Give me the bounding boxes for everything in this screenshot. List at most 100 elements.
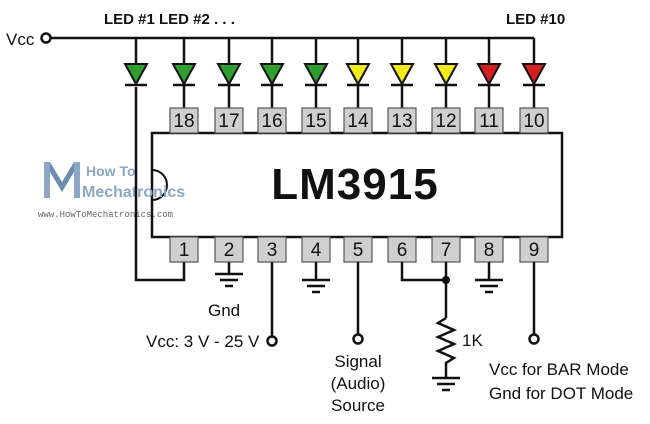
led-array	[123, 38, 547, 108]
gnd-label: Gnd	[208, 301, 240, 320]
top-pin-14: 14	[343, 107, 373, 134]
bottom-pin-3: 3	[257, 236, 287, 263]
led-3	[216, 38, 242, 108]
ground-symbol-pin2	[215, 262, 243, 288]
led-6	[345, 38, 371, 108]
top-pin-12: 12	[431, 107, 461, 134]
led-diode-triangle	[123, 63, 149, 87]
vcc-label: Vcc	[6, 30, 35, 49]
bottom-pin-2: 2	[214, 236, 244, 263]
pin-box	[301, 107, 331, 134]
signal-terminal	[352, 333, 364, 345]
led-diode-triangle	[389, 63, 415, 87]
pin-box	[387, 236, 417, 263]
watermark-m-right	[74, 162, 80, 198]
vcc-terminal	[40, 32, 52, 44]
pin-number: 4	[311, 240, 322, 261]
pin-number: 9	[529, 240, 540, 261]
top-pin-11: 11	[474, 107, 504, 134]
bottom-pin-1: 1	[169, 236, 199, 263]
pin-number: 11	[479, 111, 499, 132]
pin-number: 5	[353, 240, 364, 261]
pin-number: 15	[305, 111, 326, 132]
ground-symbol-resistor	[432, 376, 460, 392]
pin-box	[169, 107, 199, 134]
pin-number: 14	[347, 111, 369, 132]
vcc-range-label: Vcc: 3 V - 25 V	[146, 332, 260, 351]
top-pin-17: 17	[214, 107, 244, 134]
led-8	[433, 38, 459, 108]
pin-number: 18	[173, 111, 194, 132]
led-diode-triangle	[521, 63, 547, 87]
pin-number: 3	[267, 240, 278, 261]
pin-box	[474, 107, 504, 134]
pin-number: 7	[441, 240, 452, 261]
pin-box	[387, 107, 417, 134]
led-diode-triangle	[216, 63, 242, 87]
pin-box	[343, 236, 373, 263]
mode-terminal	[528, 333, 540, 345]
signal-label-line2: (Audio)	[331, 374, 386, 393]
pin-number: 13	[391, 111, 412, 132]
led-2	[171, 38, 197, 108]
bottom-pin-4: 4	[301, 236, 331, 263]
mode-bar-label: Vcc for BAR Mode	[489, 360, 629, 379]
pin-number: 17	[218, 111, 239, 132]
ground-symbol-pin4	[302, 262, 330, 294]
pin-box	[519, 107, 549, 134]
pin-number: 8	[484, 240, 495, 261]
watermark-line1: How To	[86, 163, 136, 179]
pin-box	[214, 236, 244, 263]
pin1-wire	[134, 87, 186, 282]
led-4	[259, 38, 285, 108]
pin-box	[519, 236, 549, 263]
pin-number: 12	[435, 111, 456, 132]
watermark-url: www.HowToMechatronics.com	[38, 210, 173, 220]
resistor-symbol	[434, 316, 458, 378]
led-last-label: LED #10	[506, 11, 565, 28]
led-5	[303, 38, 329, 108]
bottom-pin-8: 8	[474, 236, 504, 263]
led-10	[521, 38, 547, 108]
pin-box	[431, 107, 461, 134]
led-first-label: LED #1 LED #2 . . .	[104, 11, 235, 28]
top-pin-13: 13	[387, 107, 417, 134]
bottom-pin-9: 9	[519, 236, 549, 263]
mode-dot-label: Gnd for DOT Mode	[489, 384, 633, 403]
chip-notch	[151, 169, 168, 201]
watermark-logo: How To Mechatronics www.HowToMechatronic…	[38, 162, 185, 220]
junction-dot	[442, 276, 450, 284]
top-pin-15: 15	[301, 107, 331, 134]
signal-label-line1: Signal	[334, 352, 381, 371]
pin-box	[343, 107, 373, 134]
top-pin-10: 10	[519, 107, 549, 134]
led-7	[389, 38, 415, 108]
top-pin-18: 18	[169, 107, 199, 134]
bottom-pin-6: 6	[387, 236, 417, 263]
bottom-pin-7: 7	[431, 236, 461, 263]
led-diode-triangle	[171, 63, 197, 87]
led-diode-triangle	[476, 63, 502, 87]
pin-number: 2	[224, 240, 235, 261]
pin-box	[169, 236, 199, 263]
bottom-pin-5: 5	[343, 236, 373, 263]
led-diode-triangle	[259, 63, 285, 87]
top-pin-16: 16	[257, 107, 287, 134]
chip-name: LM3915	[271, 160, 438, 209]
pin-box	[214, 107, 244, 134]
signal-label-line3: Source	[331, 396, 385, 415]
chip-body	[150, 131, 564, 239]
ground-symbol-pin8	[475, 262, 503, 294]
resistor-label: 1K	[462, 331, 483, 350]
watermark-m-left	[44, 162, 50, 198]
led-diode-triangle	[303, 63, 329, 87]
led-1	[123, 38, 149, 87]
watermark-line2: Mechatronics	[82, 184, 185, 201]
led-9	[476, 38, 502, 108]
pin-number: 10	[523, 111, 544, 132]
pin-number: 1	[179, 240, 190, 261]
pin-number: 6	[397, 240, 408, 261]
led-diode-triangle	[433, 63, 459, 87]
